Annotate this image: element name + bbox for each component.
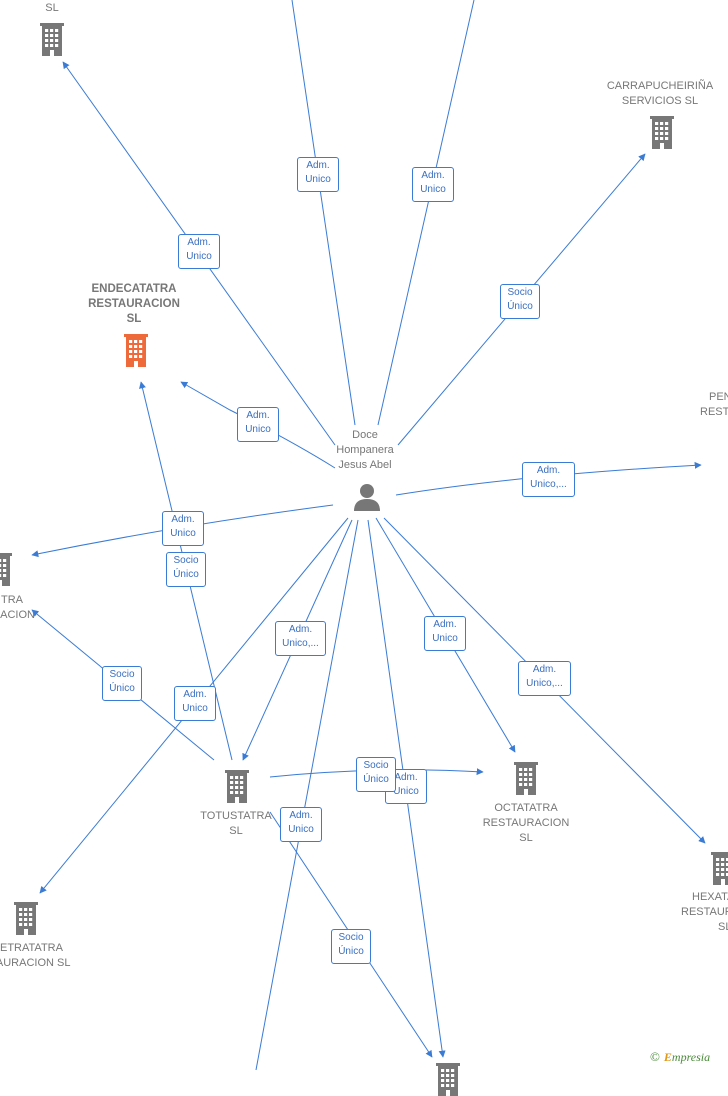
company-label-pen[interactable]: PEN REST — [700, 390, 728, 420]
company-carrapucheirina-line2: SERVICIOS SL — [621, 95, 699, 107]
building-icon[interactable] — [708, 851, 728, 885]
copyright-symbol: © — [650, 1049, 660, 1064]
company-label-tetratatra[interactable]: ETRATATRA TAURACION SL — [0, 941, 90, 971]
person-name[interactable]: Doce Hompanera Jesus Abel — [320, 428, 410, 473]
relation-label[interactable]: Adm.Unico,... — [522, 462, 575, 497]
company-pen-line1: PEN — [709, 391, 728, 403]
edge-top2-person — [377, 0, 475, 426]
company-hexatatra-line2: RESTAUR — [681, 906, 728, 918]
relation-label[interactable]: Adm.Unico — [178, 234, 220, 269]
company-pen-line2: REST — [700, 406, 728, 418]
relation-label[interactable]: Adm.Unico — [424, 616, 466, 651]
company-label-totustatra[interactable]: TOTUSTATRA SL — [186, 809, 286, 839]
company-endecatatra-line3: SL — [126, 313, 142, 325]
person-name-line2: Hompanera — [336, 444, 394, 456]
building-icon[interactable] — [647, 115, 677, 149]
company-hexatatra-line1: HEXATA — [692, 891, 728, 903]
company-tetratatra-line2: TAURACION SL — [0, 957, 71, 969]
edge-top1-person — [291, 0, 356, 426]
company-totustatra-line2: SL — [229, 825, 243, 837]
relationship-graph — [31, 0, 706, 1070]
company-lefttra-line1: TRA — [1, 594, 23, 606]
building-icon[interactable] — [433, 1062, 463, 1096]
company-carrapucheirina-line1: CARRAPUCHEIRIÑA — [606, 80, 714, 92]
person-name-line1: Doce — [352, 429, 378, 441]
person-name-line3: Jesus Abel — [338, 459, 392, 471]
company-octatatra-line2: RESTAURACION — [482, 817, 570, 829]
relation-label[interactable]: Adm.Unico — [297, 157, 339, 192]
company-endecatatra-line1: ENDECATATRA — [91, 283, 177, 295]
company-label-lefttra[interactable]: TRA ACION — [0, 593, 40, 623]
brand-initial: E — [663, 1050, 672, 1064]
edge-person-bottomleft — [255, 519, 359, 1070]
building-icon[interactable] — [511, 761, 541, 795]
person-icon[interactable] — [352, 482, 382, 512]
company-label-topleft[interactable]: SL — [22, 1, 82, 16]
building-icon[interactable] — [222, 769, 252, 803]
building-icon[interactable] — [11, 901, 41, 935]
relation-label[interactable]: Adm.Unico — [174, 686, 216, 721]
company-totustatra-line1: TOTUSTATRA — [200, 810, 272, 822]
relation-label[interactable]: Adm.Unico,... — [518, 661, 571, 696]
company-octatatra-line1: OCTATATRA — [494, 802, 558, 814]
company-hexatatra-line3: SL — [718, 921, 728, 933]
relation-label[interactable]: Adm.Unico — [162, 511, 204, 546]
company-label-carrapucheirina[interactable]: CARRAPUCHEIRIÑA SERVICIOS SL — [600, 79, 720, 109]
company-endecatatra-line2: RESTAURACION — [88, 298, 180, 310]
brand-name: mpresia — [671, 1050, 711, 1064]
company-lefttra-line2: ACION — [0, 609, 35, 621]
relation-label[interactable]: Adm.Unico — [412, 167, 454, 202]
company-label-hexatatra[interactable]: HEXATA RESTAUR SL — [680, 890, 728, 935]
company-tetratatra-line1: ETRATATRA — [0, 942, 63, 954]
company-octatatra-line3: SL — [519, 832, 533, 844]
brand-footer[interactable]: ©Empresia — [650, 1049, 710, 1065]
building-icon[interactable] — [37, 22, 67, 56]
company-label-endecatatra[interactable]: ENDECATATRA RESTAURACION SL — [74, 282, 194, 327]
company-topleft-line1: SL — [45, 2, 59, 14]
relation-label[interactable]: Adm.Unico,... — [275, 621, 326, 656]
relation-label[interactable]: Adm.Unico — [280, 807, 322, 842]
building-icon[interactable] — [121, 333, 151, 367]
building-icon[interactable] — [0, 552, 15, 586]
company-label-octatatra[interactable]: OCTATATRA RESTAURACION SL — [466, 801, 586, 846]
edge-person-endecatatra — [180, 381, 336, 469]
relation-label[interactable]: Adm.Unico — [237, 407, 279, 442]
